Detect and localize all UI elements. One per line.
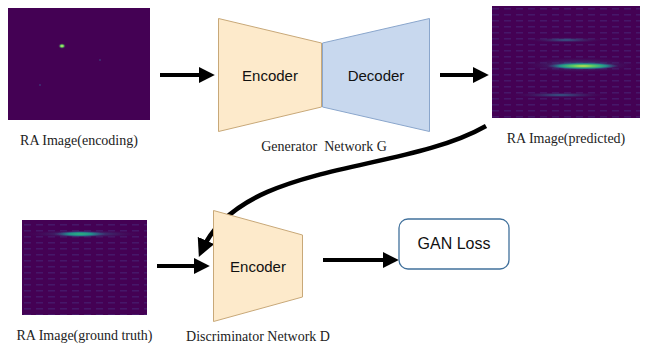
node-label: Encoder: [230, 258, 286, 275]
node-label: Decoder: [348, 67, 405, 84]
ra-image: RA Image(predicted): [492, 6, 640, 118]
node-label: Encoder: [242, 67, 298, 84]
label-holder: GAN Loss: [398, 218, 510, 270]
caption: RA Image(encoding): [20, 132, 138, 149]
box-outline: [399, 219, 509, 269]
generator-network: Generator Network GEncoderDecoder: [218, 18, 430, 132]
loss-box: GAN Loss: [398, 218, 510, 270]
node-label: GAN Loss: [418, 235, 491, 253]
decoder-block: Decoder: [322, 18, 430, 132]
trapezoid-outline: [323, 19, 430, 132]
label-holder: Decoder: [322, 18, 430, 132]
encoder-block: Encoder: [213, 210, 303, 322]
trapezoid-outline: [214, 211, 303, 322]
flow-arrow: [157, 264, 205, 268]
label-holder: Encoder: [213, 210, 303, 322]
caption: RA Image(ground truth): [16, 327, 152, 344]
caption: RA Image(predicted): [507, 130, 626, 147]
caption: Generator Network G: [261, 138, 387, 155]
label-holder: Encoder: [218, 18, 322, 132]
caption: Discriminator Network D: [186, 328, 330, 345]
ra-image: RA Image(encoding): [8, 8, 150, 120]
discriminator-network: Discriminator Network DEncoder: [213, 210, 303, 322]
flow-arrow: [440, 73, 484, 77]
trapezoid-outline: [219, 19, 322, 132]
ra-image: RA Image(ground truth): [22, 220, 147, 315]
encoder-block: Encoder: [218, 18, 322, 132]
flow-arrow: [160, 73, 210, 77]
flow-arrow: [323, 258, 394, 262]
